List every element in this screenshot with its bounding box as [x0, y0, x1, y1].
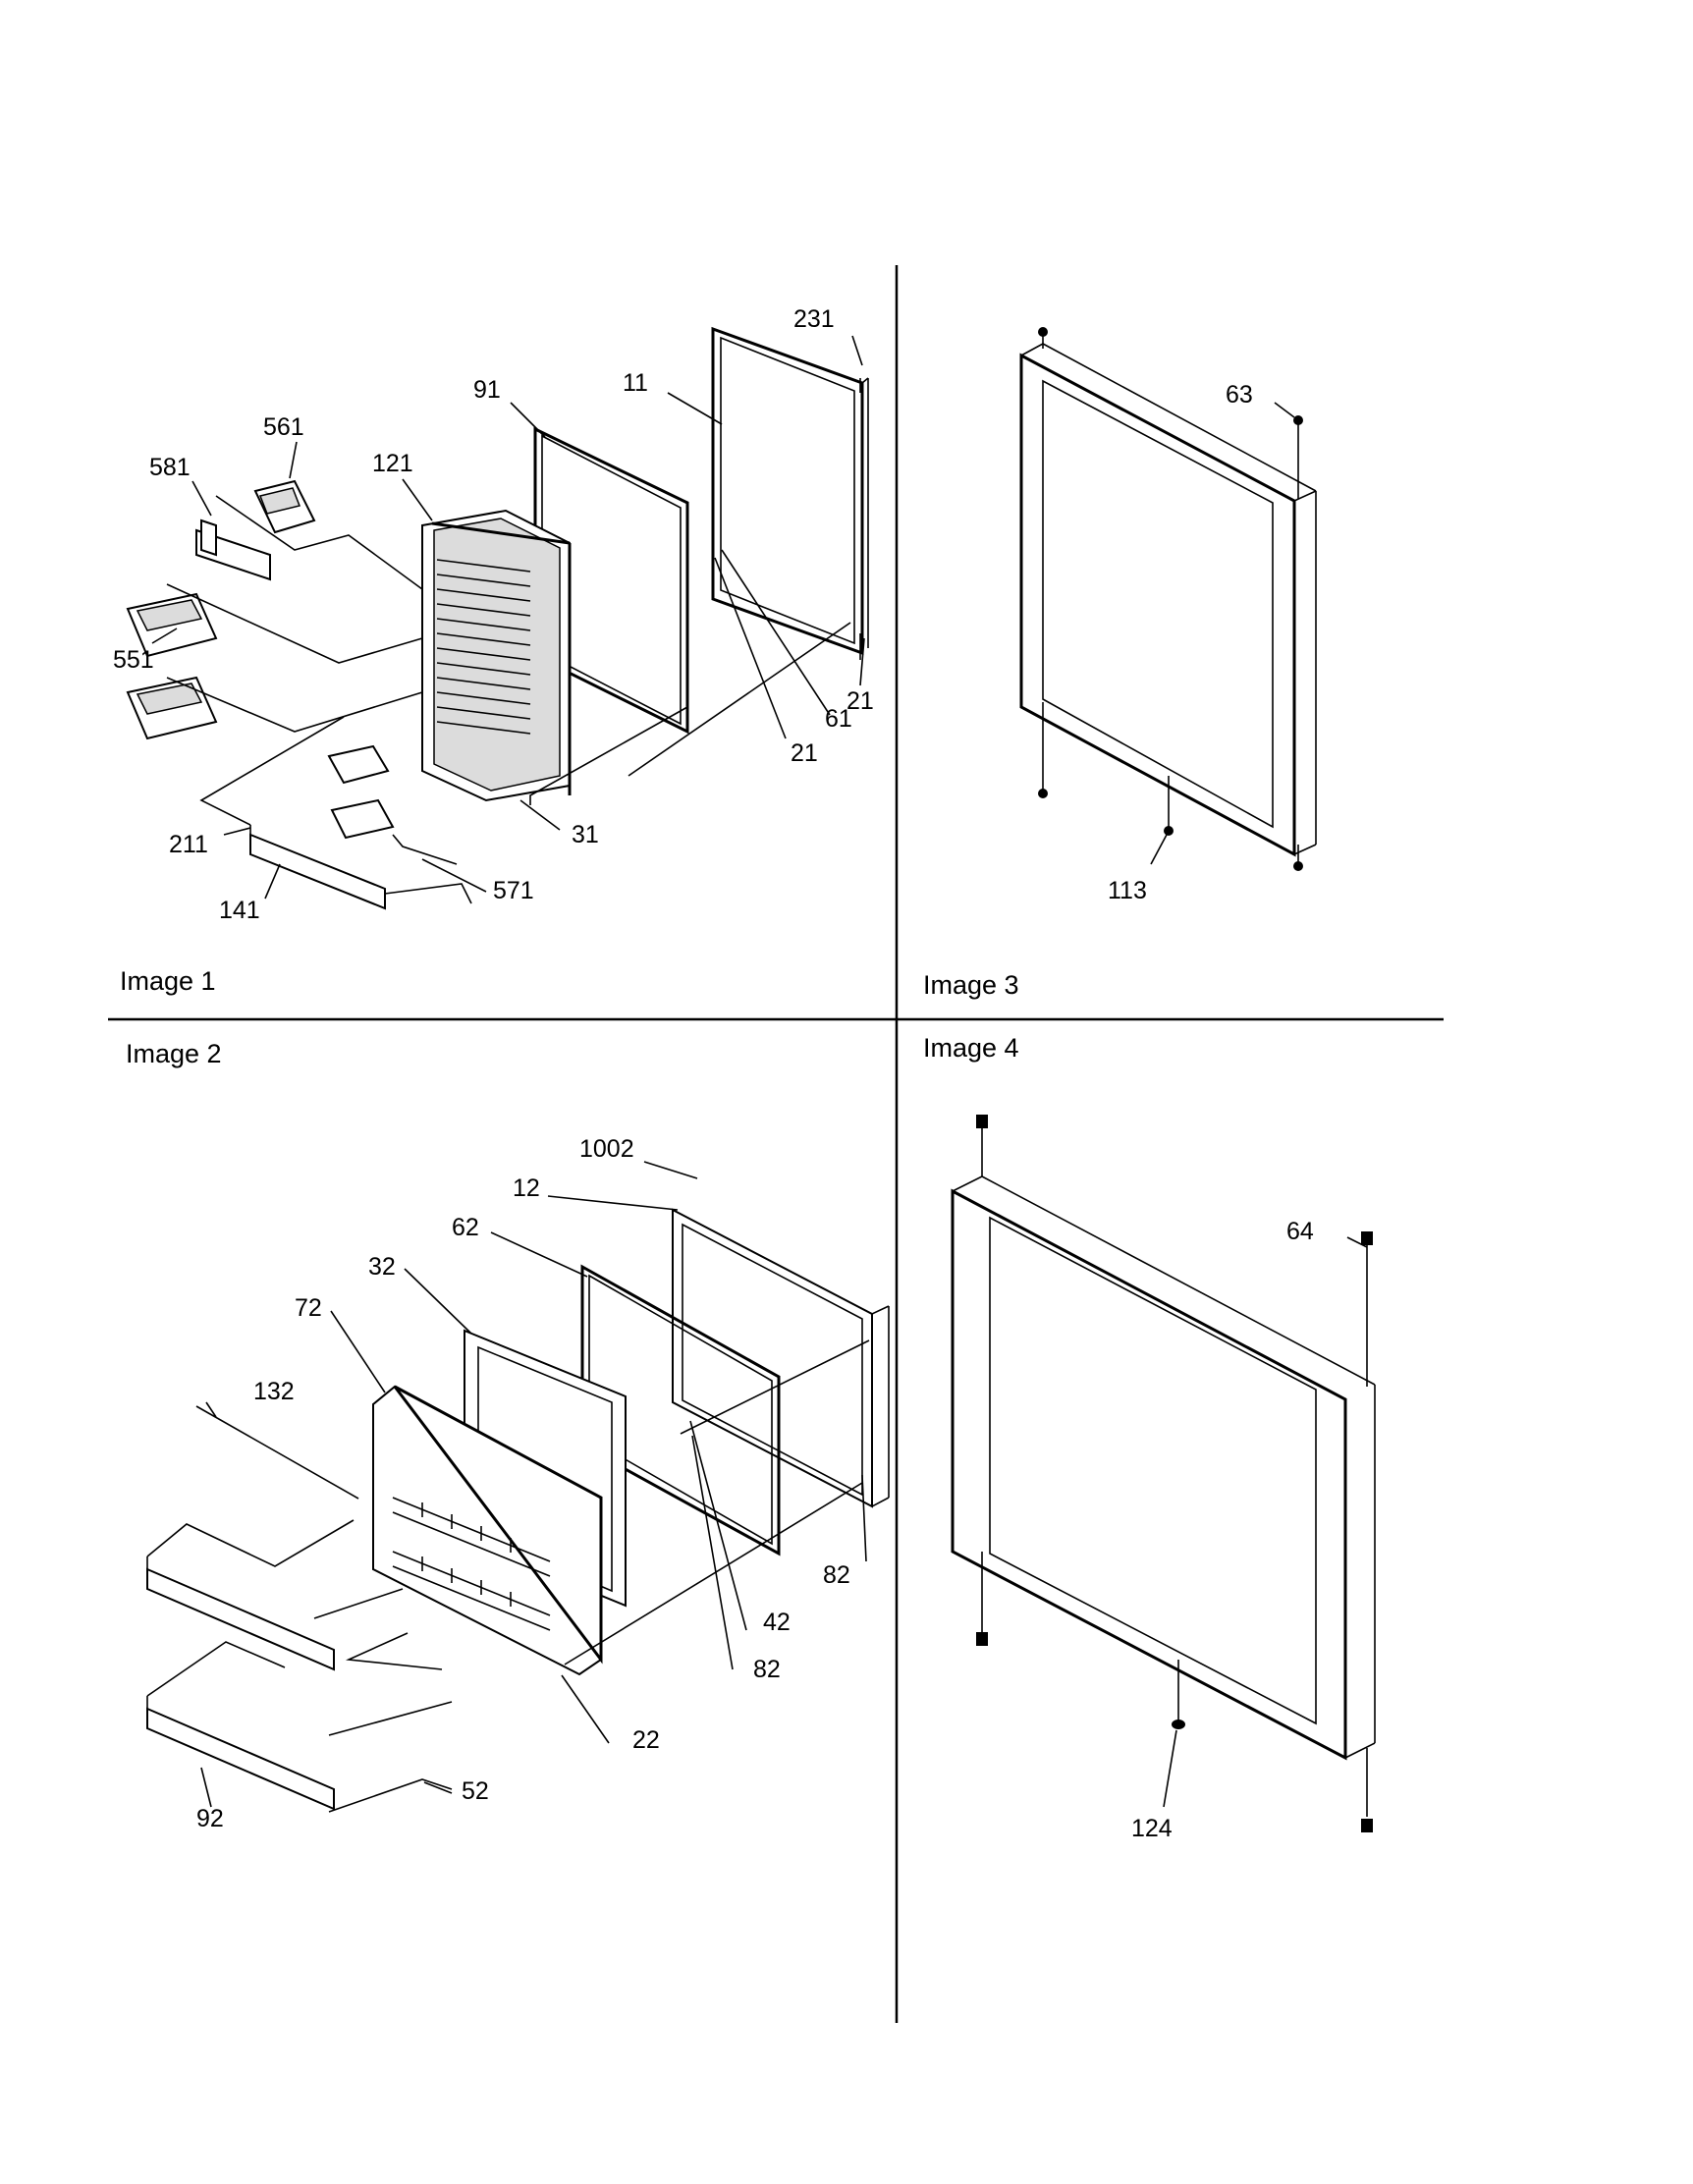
egg-tray-upper — [327, 744, 390, 785]
callout-label: 561 — [263, 413, 304, 441]
callout-label: 571 — [493, 877, 534, 904]
caption-image-3: Image 3 — [923, 970, 1019, 1000]
caption-image-1: Image 1 — [120, 966, 216, 996]
freezer-door-frame-lower — [951, 1175, 1376, 1761]
callout-label: 63 — [1226, 381, 1253, 409]
screw-icon — [1361, 1231, 1373, 1245]
callout-label: 21 — [846, 687, 874, 715]
callout-label: 32 — [368, 1253, 396, 1281]
callout-label: 231 — [793, 305, 835, 333]
freezer-door-frame-upper — [1019, 343, 1317, 857]
caption-image-4: Image 4 — [923, 1033, 1019, 1063]
door-shelf-lower — [126, 676, 218, 740]
freezer-rod — [195, 1405, 359, 1500]
callout-label: 1002 — [579, 1135, 634, 1163]
callout-label: 64 — [1286, 1218, 1314, 1245]
callout-label: 52 — [462, 1777, 489, 1805]
callout-label: 141 — [219, 897, 260, 924]
freezer-shelf-upper — [146, 1556, 335, 1671]
screw-icon — [1038, 789, 1048, 798]
dairy-door — [195, 519, 271, 581]
callout-label: 31 — [572, 821, 599, 848]
bottom-shelf-141 — [249, 825, 386, 910]
callout-label: 92 — [196, 1805, 224, 1832]
callout-label: 42 — [763, 1609, 791, 1636]
egg-tray-lower — [330, 798, 395, 840]
panel-image-3: 63 113 Image 3 — [923, 327, 1317, 1000]
screws-4 — [976, 1115, 1373, 1832]
callouts-image-2: 1002 12 62 32 72 132 82 42 82 22 52 92 — [196, 1135, 850, 1832]
panel-image-4: 64 124 Image 4 — [923, 1033, 1376, 1842]
callout-label: 62 — [452, 1214, 479, 1241]
screw-icon — [1361, 1819, 1373, 1832]
callout-label: 11 — [623, 369, 648, 397]
callout-label: 61 — [825, 705, 852, 733]
screw-icon — [976, 1115, 988, 1128]
callout-label: 72 — [295, 1294, 322, 1322]
callout-label: 12 — [513, 1174, 540, 1202]
screw-icon — [1172, 1720, 1185, 1729]
panel-image-1: 231 11 91 561 581 121 551 211 141 31 571… — [113, 305, 874, 996]
door-inner-liner — [421, 509, 572, 802]
callout-label: 22 — [632, 1726, 660, 1754]
freezer-inner-liner — [372, 1385, 603, 1676]
callout-label: 91 — [473, 376, 501, 404]
caption-image-2: Image 2 — [126, 1039, 222, 1068]
callout-label: 132 — [253, 1378, 295, 1405]
callout-leaders-1 — [151, 335, 865, 900]
callout-label: 581 — [149, 454, 191, 481]
panel-image-2: 1002 12 62 32 72 132 82 42 82 22 52 92 I… — [126, 1039, 890, 1832]
callouts-image-1: 231 11 91 561 581 121 551 211 141 31 571… — [113, 305, 874, 924]
callout-label: 124 — [1131, 1815, 1173, 1842]
freezer-outer-panel — [672, 1208, 890, 1508]
door-shelf-upper — [126, 592, 218, 658]
screw-lines-3 — [1042, 332, 1299, 865]
explode-lines-1 — [166, 495, 851, 904]
callout-label: 82 — [823, 1561, 850, 1589]
callout-label: 113 — [1108, 877, 1147, 904]
callout-label: 211 — [169, 831, 208, 858]
callout-label: 82 — [753, 1656, 781, 1683]
freezer-shelf-lower — [146, 1696, 335, 1811]
screw-icon — [1293, 861, 1303, 871]
dairy-bin — [253, 479, 316, 534]
callout-label: 121 — [372, 450, 413, 477]
callout-label: 21 — [791, 739, 818, 767]
callout-leaders-2 — [200, 1161, 867, 1808]
screw-icon — [1038, 327, 1048, 337]
screw-icon — [1164, 826, 1174, 836]
screw-icon — [976, 1632, 988, 1646]
screw-icon — [1293, 415, 1303, 425]
screws-3 — [1038, 327, 1303, 871]
screw-lines-4 — [981, 1127, 1368, 1817]
explode-lines-2 — [146, 1339, 870, 1813]
callout-label: 551 — [113, 646, 154, 674]
